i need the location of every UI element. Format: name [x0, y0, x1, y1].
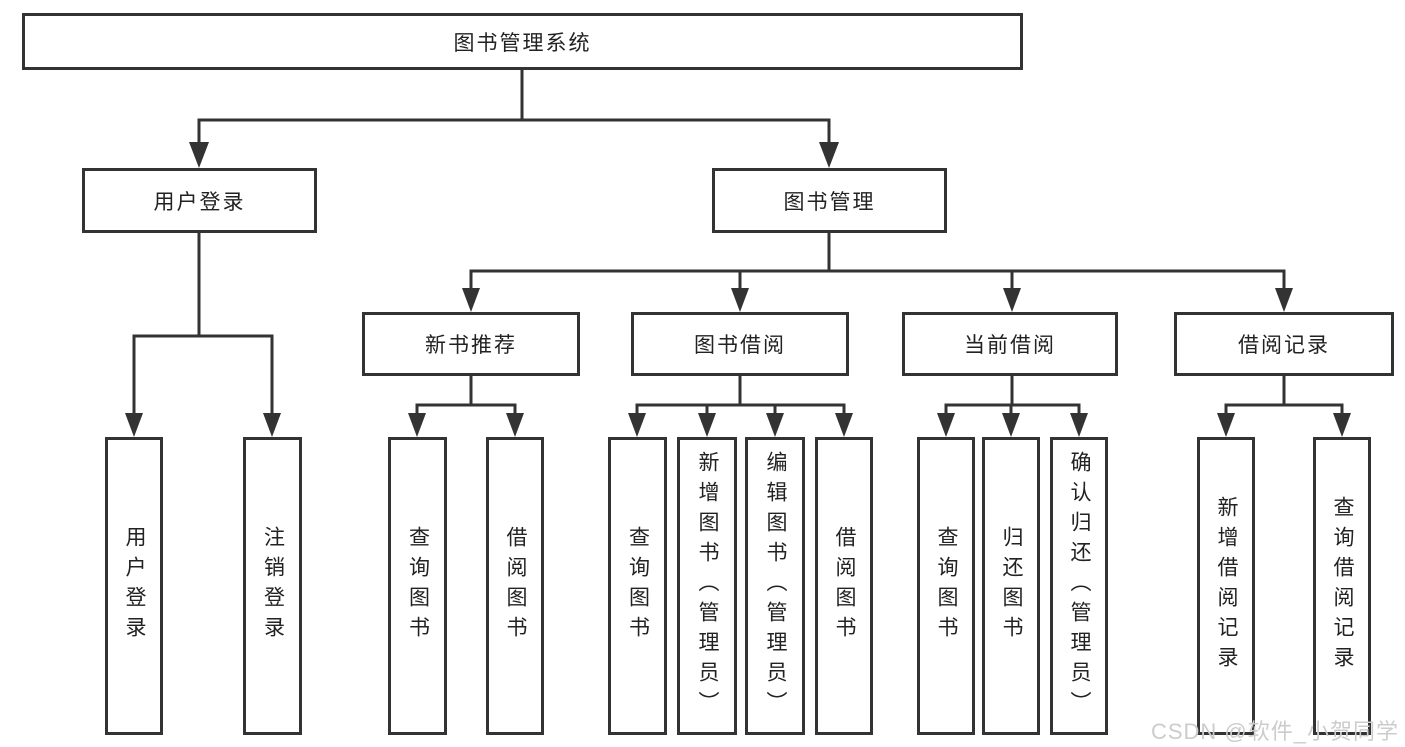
leaf-borrow-books-label: 借阅图书 — [833, 526, 856, 646]
watermark: CSDN @软件_小贺同学 — [1150, 719, 1399, 744]
leaf-add-borrow-record-label: 新增借阅记录 — [1215, 496, 1238, 676]
leaf-recommend-query-books-label: 查询图书 — [406, 526, 430, 646]
arrowhead — [1275, 288, 1293, 312]
node-root-system-label: 图书管理系统 — [453, 31, 592, 55]
node-new-book-recommend: 新书推荐 — [362, 312, 580, 376]
arrowhead — [462, 288, 480, 312]
node-borrow-records: 借阅记录 — [1174, 312, 1394, 376]
arrowhead — [819, 142, 839, 168]
arrowhead — [408, 413, 426, 437]
leaf-borrow-query-books-label: 查询图书 — [626, 526, 650, 646]
arrowhead — [1003, 288, 1021, 312]
leaf-user-login-label: 用户登录 — [123, 526, 146, 646]
edge-borrow-to-leaves — [635, 376, 846, 416]
node-user-login-label: 用户登录 — [153, 190, 246, 214]
arrowhead — [263, 413, 281, 437]
arrowhead — [1002, 413, 1020, 437]
leaf-recommend-query-books: 查询图书 — [388, 437, 447, 735]
edge-mgmt-to-level3 — [469, 233, 1286, 291]
edge-login-to-leaves — [132, 233, 274, 416]
arrowhead — [506, 413, 524, 437]
leaf-return-books-label: 归还图书 — [1000, 526, 1023, 646]
node-root-system: 图书管理系统 — [22, 13, 1023, 70]
arrowhead — [698, 413, 716, 437]
arrowhead — [1217, 413, 1235, 437]
arrowhead — [835, 413, 853, 437]
node-user-login: 用户登录 — [82, 168, 317, 233]
node-current-borrow: 当前借阅 — [902, 312, 1118, 376]
leaf-query-borrow-record-label: 查询借阅记录 — [1331, 496, 1354, 676]
node-new-book-recommend-label: 新书推荐 — [425, 334, 517, 357]
arrowhead — [731, 288, 749, 312]
leaf-edit-books-admin: 编辑图书（管理员） — [745, 437, 805, 735]
arrowhead — [1070, 413, 1088, 437]
node-book-borrow-label: 图书借阅 — [694, 334, 786, 357]
leaf-confirm-return-admin: 确认归还（管理员） — [1050, 437, 1108, 735]
leaf-add-borrow-record: 新增借阅记录 — [1197, 437, 1255, 735]
leaf-current-query-books: 查询图书 — [917, 437, 975, 735]
leaf-borrow-books: 借阅图书 — [815, 437, 873, 735]
edge-current-to-leaves — [944, 376, 1081, 416]
leaf-return-books: 归还图书 — [982, 437, 1040, 735]
node-current-borrow-label: 当前借阅 — [964, 334, 1056, 357]
leaf-edit-books-admin-label: 编辑图书（管理员） — [764, 451, 787, 721]
leaf-current-query-books-label: 查询图书 — [935, 526, 958, 646]
edge-recommend-to-leaves — [415, 376, 517, 416]
node-book-management: 图书管理 — [712, 168, 947, 233]
arrowhead — [189, 142, 209, 168]
leaf-recommend-borrow-books-label: 借阅图书 — [504, 526, 527, 646]
leaf-borrow-query-books: 查询图书 — [608, 437, 667, 735]
node-book-borrow: 图书借阅 — [631, 312, 849, 376]
node-borrow-records-label: 借阅记录 — [1238, 334, 1330, 357]
arrowhead — [628, 413, 646, 437]
arrowhead — [125, 413, 143, 437]
leaf-add-books-admin-label: 新增图书（管理员） — [696, 451, 719, 721]
leaf-add-books-admin: 新增图书（管理员） — [677, 437, 737, 735]
leaf-query-borrow-record: 查询借阅记录 — [1313, 437, 1371, 735]
arrowheads — [125, 142, 1351, 437]
leaf-logout-label: 注销登录 — [261, 526, 285, 646]
arrowhead — [937, 413, 955, 437]
edge-root-to-level2 — [197, 70, 831, 147]
leaf-logout: 注销登录 — [243, 437, 302, 735]
leaf-recommend-borrow-books: 借阅图书 — [486, 437, 544, 735]
arrowhead — [766, 413, 784, 437]
leaf-confirm-return-admin-label: 确认归还（管理员） — [1068, 451, 1091, 721]
node-book-management-label: 图书管理 — [783, 190, 876, 214]
edge-records-to-leaves — [1224, 376, 1344, 416]
arrowhead — [1333, 413, 1351, 437]
leaf-user-login: 用户登录 — [105, 437, 163, 735]
